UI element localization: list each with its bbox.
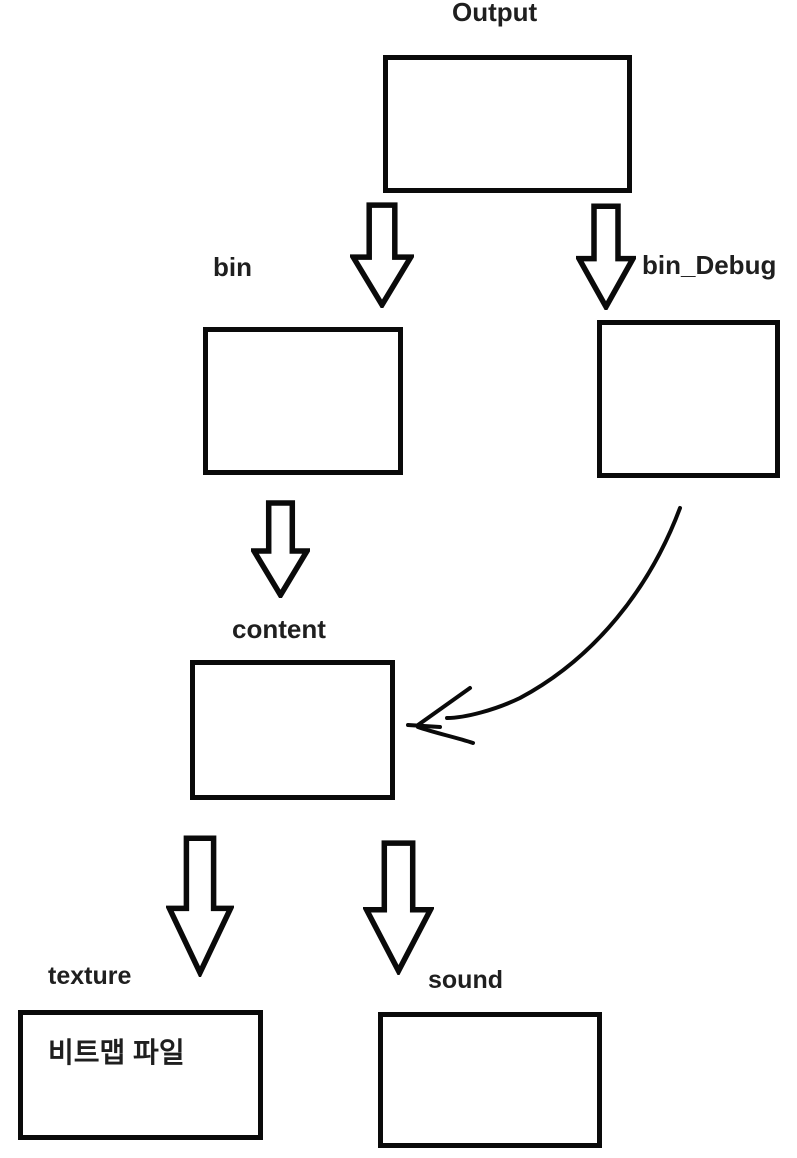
node-label-texture: texture bbox=[48, 962, 132, 990]
down-arrow-icon bbox=[251, 500, 310, 598]
down-arrow-icon bbox=[363, 839, 434, 975]
node-box-output bbox=[383, 55, 632, 193]
node-label-bin: bin bbox=[213, 252, 252, 282]
edge-content-to-sound bbox=[363, 839, 434, 975]
edge-content-to-texture bbox=[166, 834, 234, 977]
curved-arrow-icon bbox=[406, 506, 682, 745]
edge-output-to-bin-debug bbox=[576, 203, 636, 310]
texture-box-text: 비트맵 파일 bbox=[48, 1037, 185, 1068]
node-label-bin-debug: bin_Debug bbox=[642, 250, 777, 280]
down-arrow-icon bbox=[350, 202, 414, 308]
node-box-content bbox=[190, 660, 395, 800]
edge-bin-to-content bbox=[251, 500, 310, 598]
down-arrow-icon bbox=[166, 834, 234, 977]
node-box-bin-debug bbox=[597, 320, 780, 478]
node-box-sound bbox=[378, 1012, 602, 1148]
edge-bin-debug-to-content bbox=[400, 488, 700, 768]
edge-output-to-bin bbox=[350, 202, 414, 308]
node-box-texture: 비트맵 파일 bbox=[18, 1010, 263, 1140]
node-box-bin bbox=[203, 327, 403, 475]
down-arrow-icon bbox=[576, 203, 636, 310]
node-label-content: content bbox=[232, 614, 326, 644]
node-label-output: Output bbox=[452, 0, 538, 27]
node-label-sound: sound bbox=[428, 966, 503, 994]
